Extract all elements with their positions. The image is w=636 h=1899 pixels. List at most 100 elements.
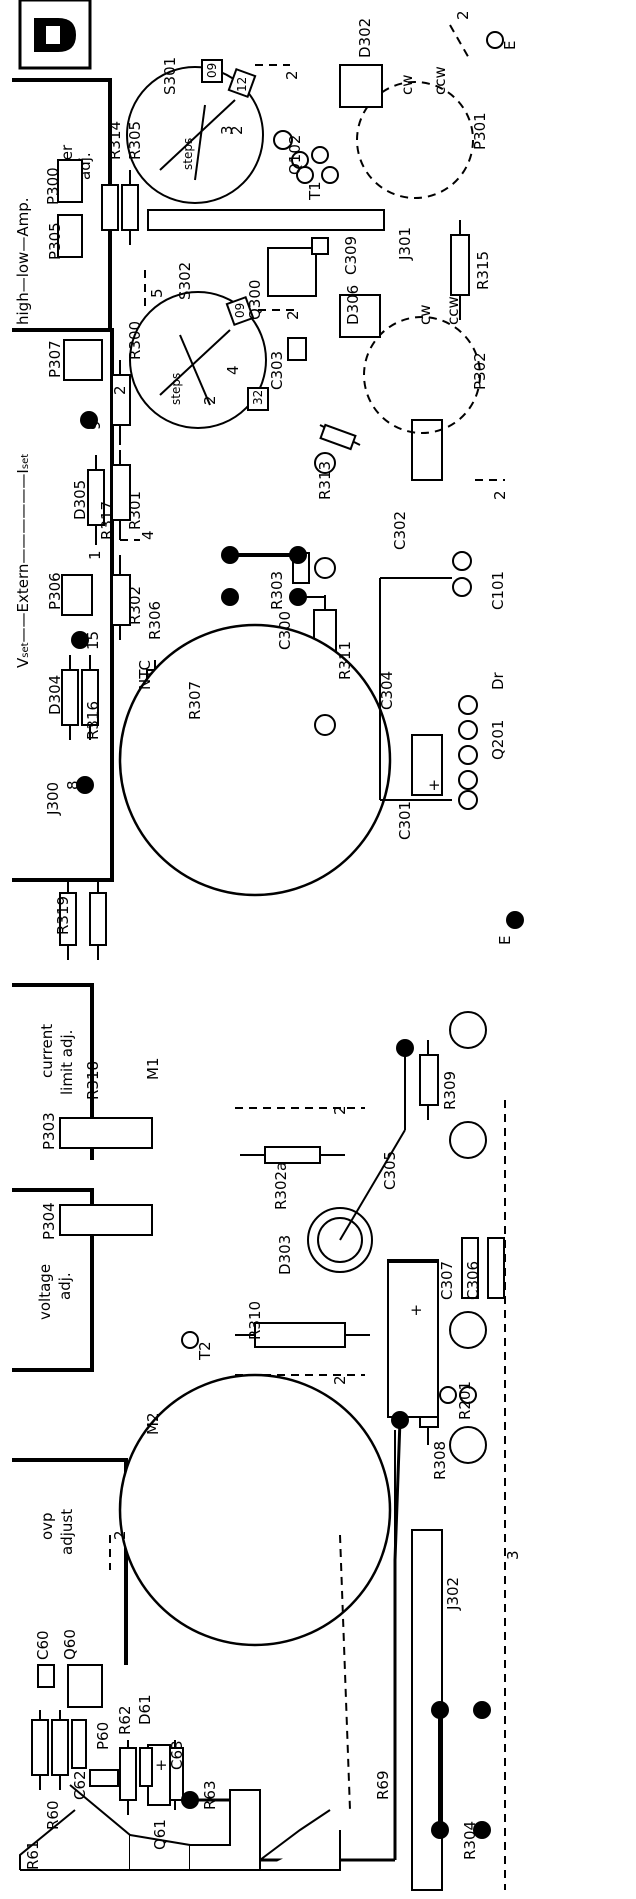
label-c306: C306 [464, 1261, 482, 1300]
capacitors-large [118, 623, 392, 1647]
label-s302-tab-b: 32 [251, 390, 265, 405]
d61-body [139, 1747, 153, 1787]
switch-s301 [126, 59, 264, 204]
c306-body [487, 1237, 505, 1299]
label-adjust: adjust [58, 1509, 76, 1555]
label-p301: P301 [471, 112, 489, 150]
label-two-g: 2 [111, 1530, 129, 1540]
label-c305: C305 [381, 1151, 399, 1190]
label-s301-3: 3 [218, 125, 236, 135]
voltage-adj-label: voltage adj. [36, 1264, 74, 1320]
label-j302: J302 [444, 1577, 462, 1611]
label-two-top: 2 [454, 10, 472, 20]
label-plus-c305: + [410, 1301, 423, 1319]
label-q102: Q102 [286, 135, 304, 175]
label-m1: M1 [144, 1058, 162, 1081]
c309-body [311, 237, 329, 255]
label-p307: P307 [46, 340, 64, 378]
q60-body [67, 1664, 103, 1708]
label-q300: Q300 [246, 280, 264, 320]
label-dr: Dr [489, 671, 507, 690]
label-current: current [38, 1024, 56, 1078]
label-s301-2: 2 [228, 125, 246, 135]
label-two-d: 2 [491, 490, 509, 500]
label-s302-4: 4 [224, 365, 242, 375]
label-p305: P305 [46, 222, 64, 260]
section-dividers [109, 24, 506, 1890]
c307-body [461, 1237, 479, 1299]
label-r62: R62 [116, 1705, 134, 1735]
label-ntc: NTC [136, 660, 154, 690]
label-r308: R308 [431, 1441, 449, 1480]
label-r302: R302 [126, 586, 144, 625]
label-r317: R317 [98, 501, 116, 540]
label-iset-sub: set [20, 454, 31, 469]
label-p306: P306 [46, 572, 64, 610]
label-low: low [14, 252, 32, 278]
label-r310: R310 [246, 1301, 264, 1340]
label-r309: R309 [441, 1071, 459, 1110]
label-ovp: ovp [38, 1512, 56, 1540]
page-number: 8 [0, 0, 4, 10]
label-t1: T1 [306, 181, 324, 201]
label-d303: D303 [276, 1235, 294, 1275]
vset-extern-iset-label: Vset——Extern——————Iset [14, 454, 32, 668]
label-e-top: E [501, 41, 519, 50]
label-c307: C307 [438, 1261, 456, 1300]
label-m2: M2 [144, 1413, 162, 1436]
label-s301: S301 [161, 57, 179, 95]
c304-m1-circle [118, 623, 392, 897]
label-voltage-adj: adj. [56, 1272, 74, 1300]
label-p60: P60 [94, 1722, 112, 1750]
label-five: 5 [148, 288, 166, 298]
label-steps-1: steps [181, 138, 195, 170]
label-r61: R61 [24, 1840, 42, 1870]
label-r69: R69 [374, 1770, 392, 1800]
label-p304: P304 [40, 1202, 58, 1240]
label-c101: C101 [489, 571, 507, 610]
pads-open [181, 31, 504, 1464]
label-limit-adj: limit adj. [58, 1030, 76, 1095]
label-amp: Amp. [14, 198, 32, 237]
label-c300: C300 [276, 611, 294, 650]
current-limit-label: current limit adj. [38, 1024, 76, 1095]
label-d306: D306 [344, 285, 362, 325]
label-four: 4 [139, 530, 157, 540]
label-d61: D61 [136, 1694, 154, 1725]
svg-text:high—low—Amp.: high—low—Amp. [14, 198, 32, 326]
label-r60: R60 [44, 1800, 62, 1830]
label-two-f: 2 [331, 1375, 349, 1385]
label-j300: J300 [44, 782, 62, 816]
label-two-e: 2 [331, 1105, 349, 1115]
label-two-c: 2 [111, 385, 129, 395]
component-labels: S301 S302 D302 P301 P302 J301 R314 R305 … [24, 18, 519, 1870]
small-components [37, 64, 383, 1806]
label-p300: P300 [44, 167, 62, 205]
label-pin-8: 8 [64, 780, 82, 790]
label-plus-c63: + [155, 1756, 168, 1774]
label-q60: Q60 [61, 1629, 79, 1660]
c60-body [37, 1664, 55, 1688]
label-r306: R306 [146, 601, 164, 640]
label-cw-1: cw [398, 74, 416, 95]
label-r307: R307 [186, 681, 204, 720]
p306-body [61, 574, 93, 616]
c301-body [411, 734, 443, 796]
c302-body [411, 419, 443, 481]
label-steps-2: steps [169, 373, 183, 405]
label-c303: C303 [268, 351, 286, 390]
d306-body [339, 294, 381, 338]
q300-body [267, 247, 317, 297]
c305-outline [387, 1261, 439, 1418]
label-c62: C62 [71, 1770, 89, 1800]
p307-body [63, 339, 103, 381]
switch-s302 [129, 291, 269, 429]
label-r304: R304 [461, 1821, 479, 1860]
label-r313: R313 [316, 461, 334, 500]
label-pin-15: 15 [84, 631, 102, 650]
label-r302a: R302a [272, 1162, 290, 1210]
label-ccw-2: ccw [444, 296, 462, 325]
label-s302-tab-a: 09 [233, 303, 247, 318]
j301-body [147, 209, 385, 231]
